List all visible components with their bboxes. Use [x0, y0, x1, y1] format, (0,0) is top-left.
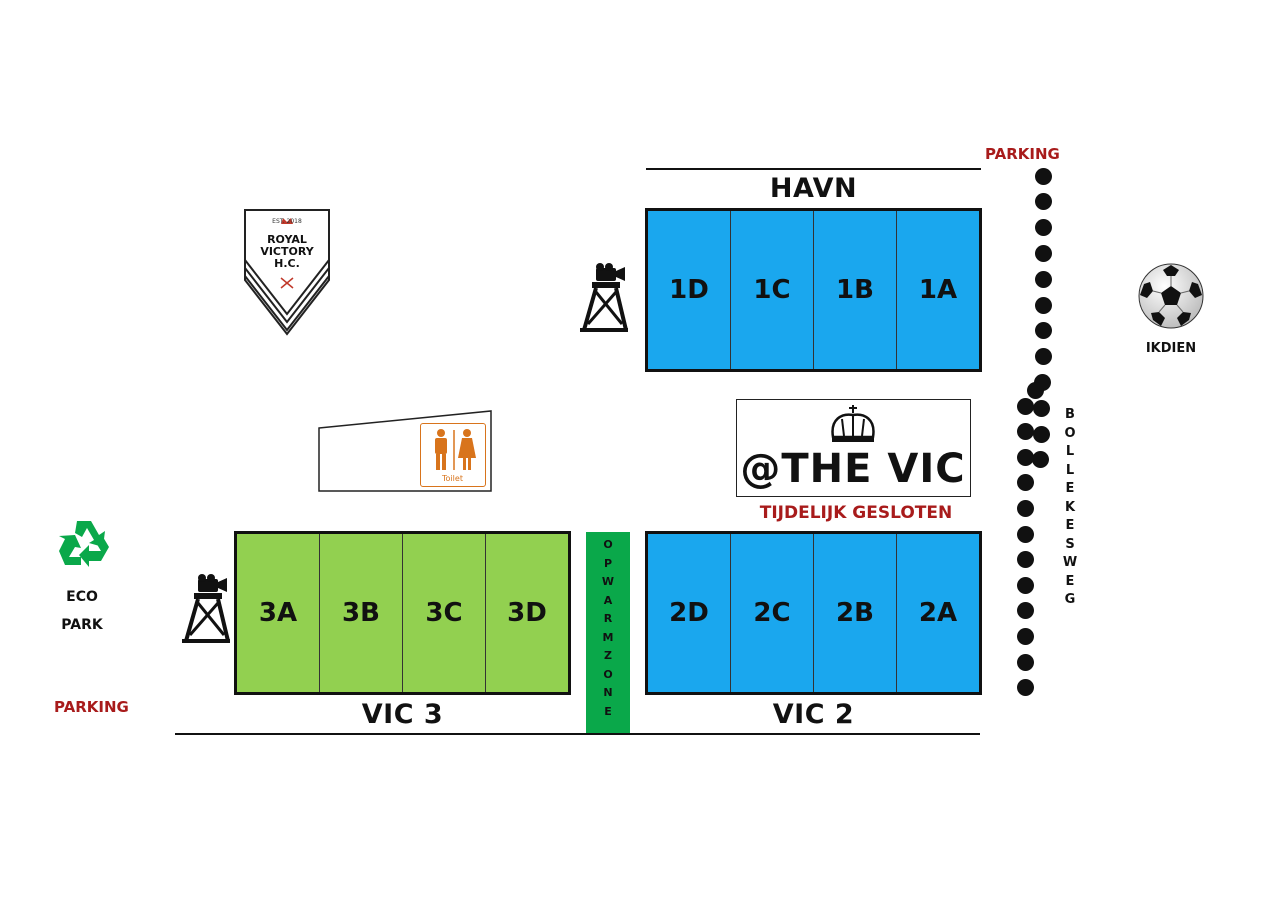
logo-est: EST. 2018	[272, 218, 302, 225]
logo-line-3: H.C.	[274, 257, 300, 270]
toilet-icon	[435, 429, 476, 470]
parking-label-top: PARKING	[985, 145, 1060, 163]
opwarm-letter: R	[603, 612, 613, 625]
bolle-letter: L	[1065, 444, 1075, 459]
bolle-letter: S	[1065, 536, 1075, 552]
court-3a[interactable]: 3A	[237, 534, 320, 692]
opwarm-letter: W	[601, 575, 615, 588]
path-dot	[1016, 653, 1034, 671]
path-dot	[1016, 627, 1034, 645]
bolle-letter: E	[1065, 573, 1075, 589]
bolle-letter: L	[1065, 462, 1075, 478]
logo-line-1: ROYAL	[267, 233, 307, 246]
path-dot	[1016, 602, 1034, 620]
court-2c[interactable]: 2C	[731, 534, 814, 692]
bolle-letter: K	[1064, 499, 1076, 515]
ikdien-label: IKDIEN	[1145, 341, 1197, 356]
court-1c[interactable]: 1C	[731, 211, 814, 369]
parking-label-left: PARKING	[54, 698, 129, 716]
path-dot	[1034, 322, 1052, 340]
court-2b[interactable]: 2B	[814, 534, 897, 692]
opwarm-letter: M	[602, 630, 614, 644]
crown-icon	[831, 405, 875, 442]
path-dot	[1033, 399, 1051, 417]
opwarm-letter: P	[603, 556, 613, 570]
vic3-label: VIC 3	[361, 699, 444, 730]
bolle-letter: E	[1065, 481, 1075, 496]
bolle-letter: W	[1062, 555, 1078, 570]
path-dot	[1034, 193, 1052, 211]
toilet-building	[318, 410, 492, 492]
bolle-letter: E	[1065, 518, 1075, 533]
path-dot	[1016, 679, 1034, 697]
toilet-sign: Toilet	[420, 423, 486, 487]
court-3b[interactable]: 3B	[320, 534, 403, 692]
path-dot	[1034, 219, 1052, 237]
path-dot	[1032, 425, 1050, 443]
the-vic-box: @THE VIC	[736, 399, 971, 497]
vic2-label: VIC 2	[772, 699, 855, 730]
path-dot	[1016, 423, 1034, 441]
path-dot	[1034, 244, 1052, 262]
path-dot	[1016, 499, 1034, 517]
court-3d[interactable]: 3D	[507, 598, 547, 628]
path-dot	[1016, 576, 1034, 594]
opwarm-letter: O	[603, 538, 613, 551]
toilet-label: Toilet	[442, 474, 463, 483]
path-dot	[1016, 474, 1034, 492]
logo-shield-icon	[244, 209, 330, 336]
path-dot	[1032, 451, 1050, 469]
path-dot	[1016, 551, 1034, 569]
bolle-letter: B	[1065, 407, 1075, 422]
opwarm-letter: E	[604, 704, 612, 718]
path-dot	[1026, 381, 1044, 399]
court-1b[interactable]: 1B	[814, 211, 897, 369]
vic3-field: 3A 3B 3C 3D	[234, 531, 571, 695]
logo-line-2: VICTORY	[260, 245, 314, 258]
bolle-letter: G	[1064, 592, 1076, 607]
logo-text: ROYAL VICTORY H.C.	[243, 234, 331, 270]
havn-field: 1D 1C 1B 1A	[645, 208, 982, 372]
the-vic-label: @THE VIC	[740, 446, 966, 492]
closed-label: TIJDELIJK GESLOTEN	[759, 503, 953, 523]
opwarm-letter: Z	[604, 649, 612, 662]
court-2d[interactable]: 2D	[648, 534, 731, 692]
warmup-zone	[586, 532, 630, 734]
eco-label: ECO	[66, 589, 98, 605]
path-dot	[1034, 296, 1052, 314]
vic2-field: 2D 2C 2B 2A	[645, 531, 982, 695]
soccer-ball-icon	[1138, 263, 1204, 329]
park-label: PARK	[61, 617, 103, 633]
path-dot	[1016, 448, 1034, 466]
opwarm-letter: O	[603, 667, 613, 681]
court-1a[interactable]: 1A	[918, 275, 958, 305]
recycle-icon	[59, 521, 109, 567]
opwarm-letter: N	[603, 686, 613, 699]
bolle-letter: O	[1064, 425, 1076, 441]
path-dot	[1034, 348, 1052, 366]
path-dot	[1016, 525, 1034, 543]
havn-boundary-line	[646, 168, 981, 170]
havn-label: HAVN	[769, 173, 858, 204]
opwarm-letter: A	[603, 593, 613, 607]
camera-tower-icon	[580, 263, 628, 332]
path-dot	[1034, 270, 1052, 288]
bottom-boundary-line	[175, 733, 980, 735]
path-dot	[1016, 397, 1034, 415]
camera-tower-icon	[182, 574, 230, 643]
court-2a[interactable]: 2A	[918, 598, 958, 628]
court-3c[interactable]: 3C	[403, 534, 486, 692]
path-dot	[1034, 167, 1052, 185]
court-1d[interactable]: 1D	[648, 211, 731, 369]
